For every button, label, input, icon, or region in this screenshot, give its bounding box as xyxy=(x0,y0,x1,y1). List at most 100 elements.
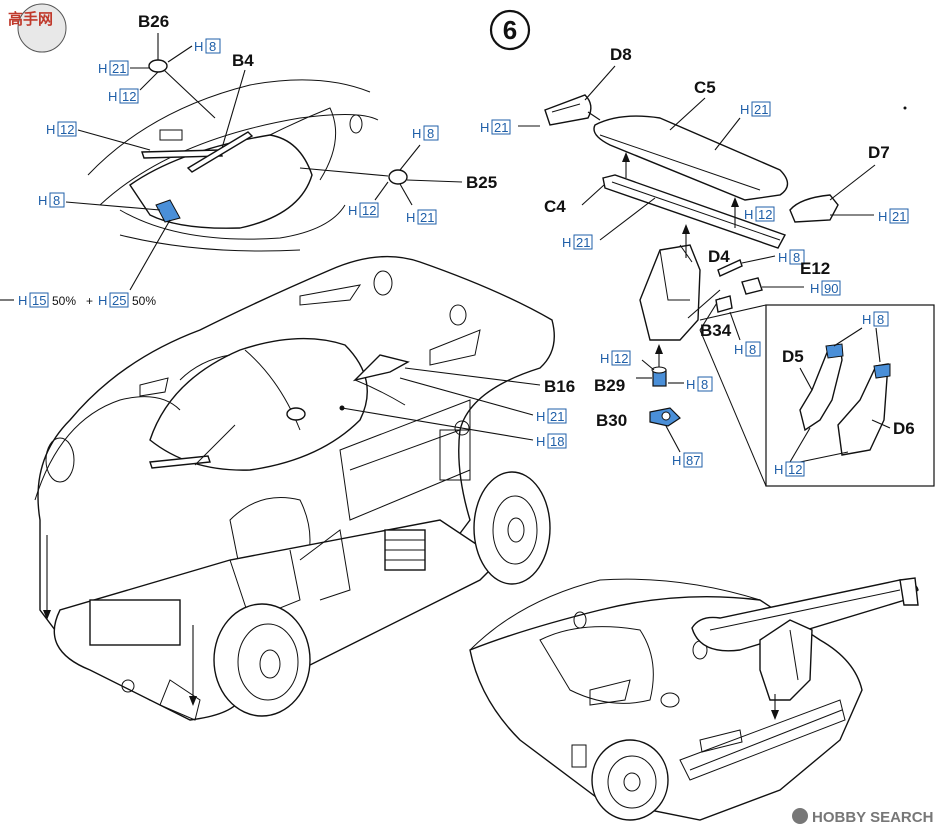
svg-text:21: 21 xyxy=(576,235,590,250)
label-b25: B25 xyxy=(466,173,497,192)
hcode-b25-h8: H 8 xyxy=(412,125,439,141)
svg-text:H: H xyxy=(862,312,871,327)
svg-text:H: H xyxy=(480,120,489,135)
svg-text:21: 21 xyxy=(112,61,126,76)
label-b26: B26 xyxy=(138,12,169,31)
hobby-search-watermark: HOBBY SEARCH xyxy=(792,808,933,826)
hcode-washer-h8: H 8 xyxy=(38,192,65,208)
part-b29-group: B29 xyxy=(594,344,684,395)
svg-text:8: 8 xyxy=(53,193,60,208)
nose-detail-drawing xyxy=(87,79,379,252)
svg-text:H: H xyxy=(98,293,107,308)
svg-text:12: 12 xyxy=(758,207,772,222)
hcode-d4-h8: H 8 xyxy=(778,249,805,265)
label-d5: D5 xyxy=(782,347,804,366)
svg-text:21: 21 xyxy=(892,209,906,224)
svg-text:21: 21 xyxy=(550,409,564,424)
hcode-wiper-h12: H 12 xyxy=(46,121,77,137)
hcode-b34-h8: H 8 xyxy=(734,341,761,357)
hcode-c4-h21: H 21 xyxy=(562,234,593,250)
svg-text:21: 21 xyxy=(754,102,768,117)
svg-text:12: 12 xyxy=(122,89,136,104)
label-b30: B30 xyxy=(596,411,627,430)
part-e12-group: E12 xyxy=(741,259,830,295)
hcode-d8-h21: H 21 xyxy=(480,119,511,135)
part-b25-shape xyxy=(388,169,408,185)
svg-text:H: H xyxy=(734,342,743,357)
label-d6: D6 xyxy=(893,419,915,438)
part-d7-group: D7 xyxy=(789,143,890,223)
svg-text:25: 25 xyxy=(112,293,126,308)
svg-text:90: 90 xyxy=(824,281,838,296)
part-b34-group: B34 xyxy=(700,295,741,341)
site-logo: 高手网 xyxy=(8,3,67,53)
hcode-b30-h87: H 87 xyxy=(672,452,703,468)
hcode-d5d6-h12: H 12 xyxy=(774,461,805,477)
hcode-c5-h21: H 21 xyxy=(740,101,771,117)
hcode-b29-h8: H 8 xyxy=(686,376,713,392)
svg-text:H: H xyxy=(672,453,681,468)
hcode-d5d6-h8: H 8 xyxy=(862,311,889,327)
wiper-arm xyxy=(186,131,254,173)
rear-view-drawing xyxy=(469,577,919,821)
label-b29: B29 xyxy=(594,376,625,395)
label-b4: B4 xyxy=(232,51,254,70)
svg-text:H: H xyxy=(686,377,695,392)
svg-text:H: H xyxy=(536,434,545,449)
svg-text:8: 8 xyxy=(749,342,756,357)
svg-text:50%: 50% xyxy=(52,294,76,308)
wiper-blade xyxy=(141,149,223,159)
hcode-b16-h18: H 18 xyxy=(536,433,567,449)
svg-text:8: 8 xyxy=(209,39,216,54)
svg-text:H: H xyxy=(878,209,887,224)
svg-text:H: H xyxy=(38,193,47,208)
svg-text:H: H xyxy=(108,89,117,104)
hcode-b16-h21: H 21 xyxy=(536,408,567,424)
svg-text:H: H xyxy=(562,235,571,250)
svg-text:H: H xyxy=(18,293,27,308)
svg-text:12: 12 xyxy=(362,203,376,218)
svg-text:H: H xyxy=(744,207,753,222)
svg-text:H: H xyxy=(810,281,819,296)
car-body-drawing xyxy=(34,255,555,721)
label-d4: D4 xyxy=(708,247,730,266)
svg-text:H: H xyxy=(778,250,787,265)
part-b25-group: B25 xyxy=(299,144,497,206)
svg-text:21: 21 xyxy=(494,120,508,135)
svg-text:H: H xyxy=(740,102,749,117)
svg-text:H: H xyxy=(194,39,203,54)
svg-text:8: 8 xyxy=(793,250,800,265)
svg-text:H: H xyxy=(774,462,783,477)
label-b16: B16 xyxy=(544,377,575,396)
svg-text:12: 12 xyxy=(614,351,628,366)
part-b26-group: B26 xyxy=(130,12,216,119)
svg-text:15: 15 xyxy=(32,293,46,308)
svg-text:8: 8 xyxy=(701,377,708,392)
hcode-c4-h12: H 12 xyxy=(744,206,775,222)
svg-text:8: 8 xyxy=(877,312,884,327)
inset-d5-d6: D5 D6 xyxy=(699,304,935,487)
part-b16-group: B16 xyxy=(339,354,575,441)
svg-text:H: H xyxy=(348,203,357,218)
part-c4-group: C4 xyxy=(544,152,787,249)
svg-text:12: 12 xyxy=(788,462,802,477)
hcode-b26-h12: H 12 xyxy=(108,88,139,104)
part-d4-group: D4 xyxy=(639,224,776,341)
hcode-b25-h12: H 12 xyxy=(348,202,379,218)
svg-text:H: H xyxy=(536,409,545,424)
watermark-right: HOBBY SEARCH xyxy=(812,809,933,826)
svg-text:21: 21 xyxy=(420,210,434,225)
label-c5: C5 xyxy=(694,78,716,97)
hcode-b26-h8: H 8 xyxy=(194,38,221,54)
step-number-badge: 6 xyxy=(489,9,531,51)
washer-highlight xyxy=(155,199,181,223)
hcode-b26-h21: H 21 xyxy=(98,60,129,76)
hcode-e12-h90: H 90 xyxy=(810,280,841,296)
svg-text:H: H xyxy=(98,61,107,76)
svg-text:12: 12 xyxy=(60,122,74,137)
part-d8-group: D8 xyxy=(518,45,632,127)
hcode-b29-h12: H 12 xyxy=(600,350,631,366)
label-d8: D8 xyxy=(610,45,632,64)
mix-color-note: H 15 50% + H 25 50% xyxy=(0,292,156,308)
